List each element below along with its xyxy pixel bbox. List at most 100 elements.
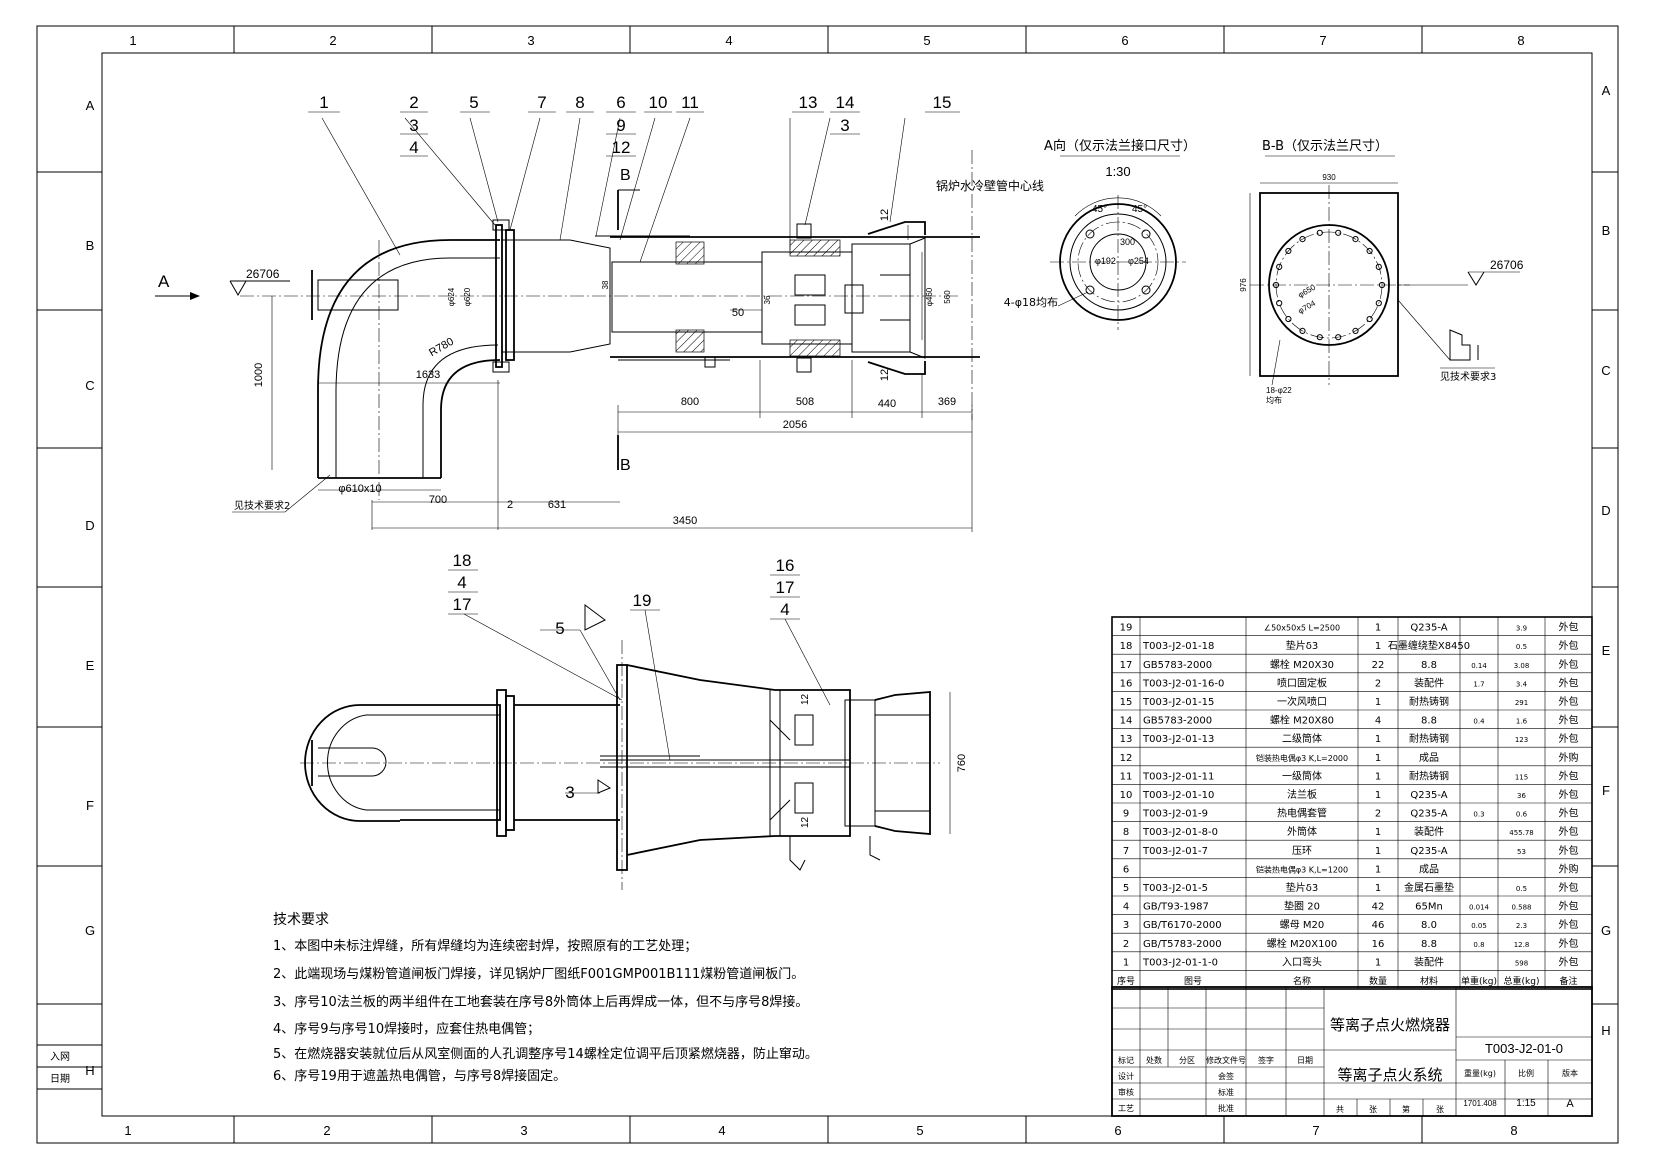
weight-value: 1701.408 — [1463, 1099, 1497, 1108]
dim-phi460: φ460 — [925, 287, 934, 306]
balloon-15: 15 — [933, 93, 952, 112]
view-bb-width: 930 — [1322, 173, 1336, 182]
bom-cell: 外包 — [1559, 937, 1579, 950]
balloon-11: 11 — [681, 93, 699, 112]
dim-508: 508 — [796, 396, 814, 408]
bom-header-cell: 材料 — [1420, 975, 1438, 987]
bolt-hole — [1285, 315, 1292, 323]
bom-cell: 1 — [1375, 957, 1381, 968]
bom-cell: 外包 — [1559, 807, 1579, 820]
bom-cell: 16 — [1120, 678, 1133, 689]
view-a-angle1: 45° — [1092, 204, 1107, 215]
lower-balloon-17: 17 — [453, 595, 472, 614]
rev-count: 处数 — [1146, 1055, 1162, 1065]
bom-cell: 53 — [1517, 848, 1526, 856]
tech-item-2: 2、此端现场与煤粉管道闸板门焊接，详见锅炉厂图纸F001GMP001B111煤粉… — [273, 966, 804, 982]
bom-cell: 15 — [1120, 697, 1133, 708]
bolt-hole — [1352, 236, 1359, 243]
bom-cell: 2 — [1123, 939, 1129, 950]
zone-col-7: 7 — [1319, 33, 1326, 48]
lower-dim-12-top: 12 — [800, 693, 811, 705]
bom-cell: T003-J2-01-18 — [1142, 641, 1214, 652]
balloon-12: 12 — [612, 138, 631, 157]
view-a-marker: A — [158, 272, 170, 291]
bom-cell: 598 — [1515, 959, 1528, 967]
bom-cell: T003-J2-01-10 — [1142, 790, 1214, 801]
weight-label: 重量(kg) — [1464, 1068, 1496, 1078]
bom-cell: 0.014 — [1469, 904, 1490, 912]
bom-cell: 14 — [1120, 716, 1133, 727]
bom-cell: 装配件 — [1414, 825, 1444, 838]
bom-cell: 外包 — [1559, 658, 1579, 671]
bom-cell: 外包 — [1559, 676, 1579, 689]
bom-cell: 外包 — [1559, 900, 1579, 913]
zone-row-D: D — [85, 518, 94, 533]
dim-800: 800 — [681, 396, 699, 408]
dim-38: 38 — [601, 280, 610, 289]
bom-cell: 0.14 — [1471, 662, 1487, 670]
bom-cell: 19 — [1120, 623, 1133, 634]
bom-cell: 36 — [1517, 792, 1526, 800]
role-approve: 批准 — [1218, 1103, 1234, 1113]
lower-balloon-17b: 17 — [776, 578, 795, 597]
bom-cell: 0.05 — [1471, 922, 1487, 930]
zone-col-3: 3 — [527, 33, 534, 48]
tech-item-6: 6、序号19用于遮盖热电偶管，与序号8焊接固定。 — [273, 1068, 566, 1084]
bom-cell: 8.8 — [1421, 716, 1437, 727]
bom-cell: 0.8 — [1473, 941, 1484, 949]
view-a-title: A向（仅示法兰接口尺寸） — [1044, 138, 1196, 154]
bom-cell: 1 — [1375, 771, 1381, 782]
bom-cell: 0.5 — [1516, 643, 1527, 651]
bom-cell: 成品 — [1419, 752, 1439, 764]
zone-row-F-right: F — [1602, 783, 1610, 798]
inlet-elbow — [240, 239, 960, 500]
sheet-total-unit: 张 — [1369, 1105, 1377, 1114]
bom-cell: T003-J2-01-16-0 — [1142, 678, 1224, 689]
bolt-hole — [1276, 300, 1283, 307]
svg-text:锅炉水冷壁管中心线: 锅炉水冷壁管中心线 — [936, 178, 1044, 193]
zone-row-B-right: B — [1602, 223, 1611, 238]
bom-cell: 外包 — [1559, 714, 1579, 727]
dim-36: 36 — [763, 295, 772, 304]
view-a-d300: 300 — [1120, 237, 1135, 247]
bom-cell: 123 — [1515, 736, 1528, 744]
sheet-total: 共 — [1336, 1105, 1344, 1114]
bom-cell: Q235-A — [1410, 790, 1447, 801]
dim-3450: 3450 — [673, 515, 697, 527]
zone-col-5: 5 — [923, 33, 930, 48]
zone-row-H: H — [85, 1063, 94, 1078]
sheet-no: 第 — [1402, 1104, 1410, 1114]
role-process: 工艺 — [1118, 1104, 1134, 1113]
bom-cell: 外包 — [1559, 639, 1579, 652]
bom-header-cell: 单重(kg) — [1461, 975, 1497, 987]
zone-row-H-right: H — [1601, 1023, 1610, 1038]
bom-cell: 外包 — [1559, 918, 1579, 931]
bolt-hole — [1316, 334, 1323, 341]
balloon-9: 9 — [616, 116, 625, 135]
view-a-angle2: 45° — [1132, 204, 1147, 215]
stamp-entry: 入网 — [50, 1051, 70, 1063]
bom-cell: 1 — [1375, 734, 1381, 745]
bom-cell: 1 — [1375, 846, 1381, 857]
dim-phi620: φ620 — [463, 287, 472, 306]
title-drawing-no: T003-J2-01-0 — [1485, 1041, 1563, 1056]
bom-cell: 1 — [1375, 753, 1381, 764]
bolt-hole — [1299, 236, 1306, 243]
dim-phi610: φ610x10 — [338, 483, 381, 495]
dim-440: 440 — [878, 398, 896, 410]
bolt-hole — [1378, 281, 1386, 289]
bom-cell: GB5783-2000 — [1143, 716, 1212, 727]
bom-cell: 16 — [1372, 939, 1385, 950]
bom-cell: 外包 — [1559, 695, 1579, 708]
bom-cell: 外购 — [1559, 862, 1579, 875]
bolt-hole — [1276, 263, 1283, 270]
bom-cell: 法兰板 — [1287, 788, 1317, 801]
zone-col-2: 2 — [329, 33, 336, 48]
title-system: 等离子点火系统 — [1337, 1066, 1442, 1084]
bom-cell: 外包 — [1559, 825, 1579, 838]
zone-col-6-bottom: 6 — [1114, 1123, 1121, 1138]
role-review: 审核 — [1118, 1087, 1134, 1097]
lower-dim-760: 760 — [956, 754, 968, 772]
bom-header-cell: 备注 — [1559, 975, 1577, 987]
bom-header-cell: 数量 — [1369, 975, 1387, 987]
